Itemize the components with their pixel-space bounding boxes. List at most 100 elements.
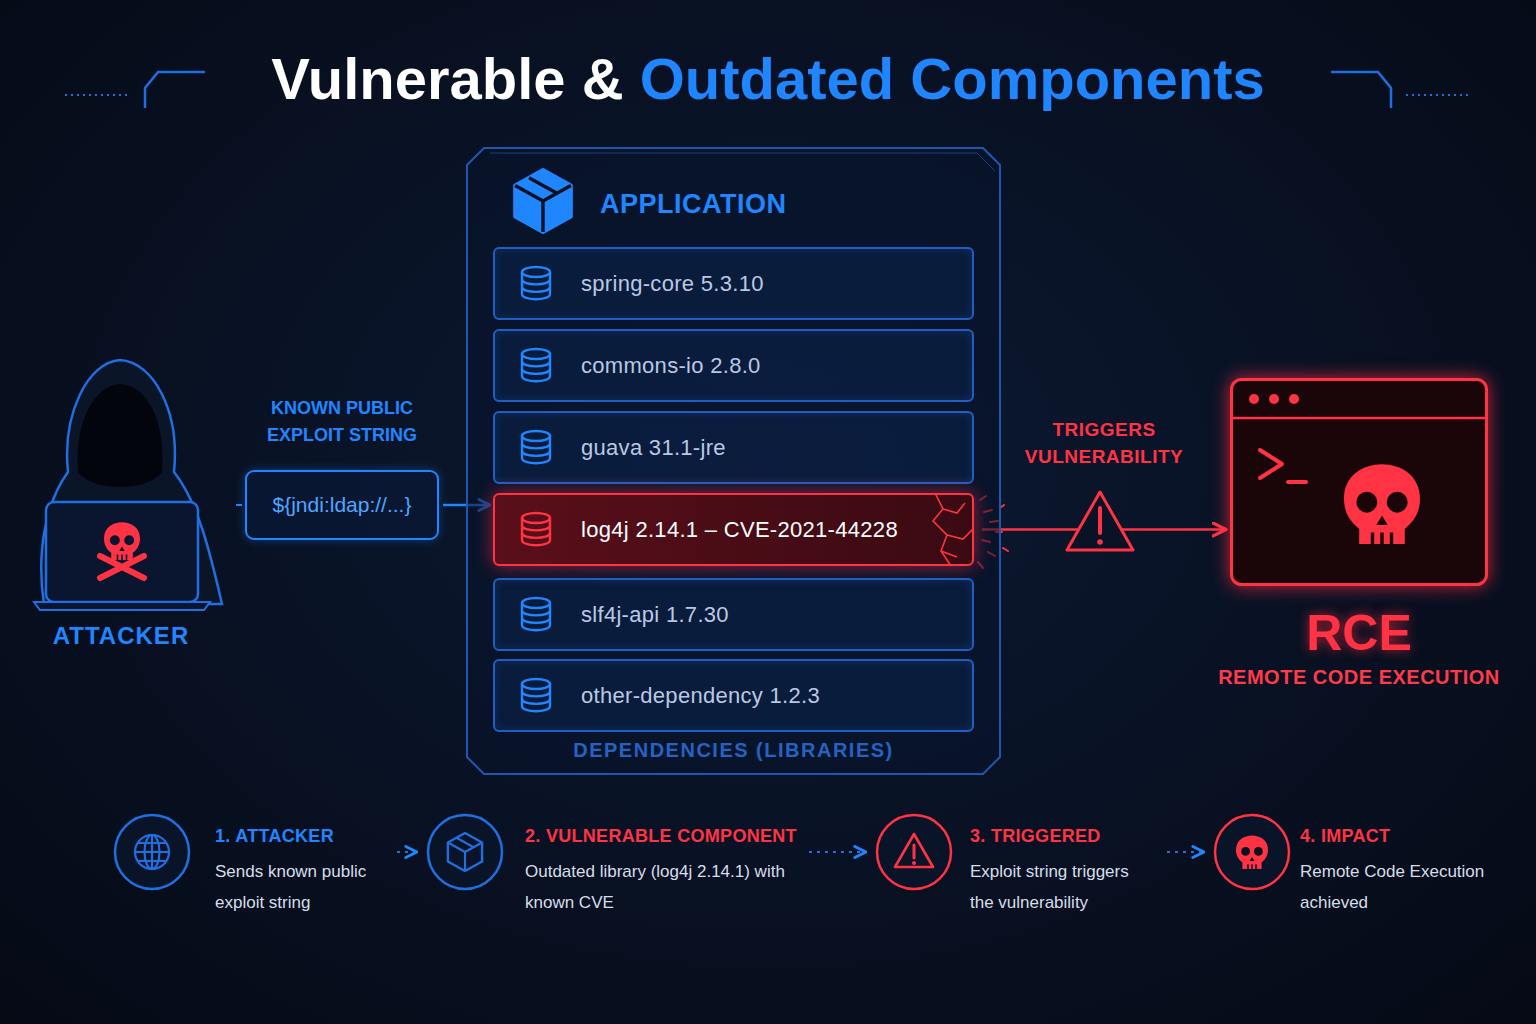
- actor-label: ATTACKER: [8, 622, 234, 650]
- icon-part: [522, 362, 550, 374]
- icon-part: [1387, 492, 1408, 513]
- icon-part: [1232, 417, 1487, 420]
- icon-part: [1260, 450, 1306, 482]
- icon-part: [912, 861, 916, 865]
- icon-part: [522, 679, 550, 689]
- dependency-row: commons-io 2.8.0: [493, 329, 974, 402]
- icon-part: [448, 838, 482, 871]
- icon-part: [124, 535, 134, 545]
- icon-part: [135, 835, 169, 869]
- icon-part: [522, 436, 550, 463]
- title-dots: [1406, 94, 1471, 96]
- icon-part: [1248, 864, 1256, 869]
- step-icon: [1212, 812, 1292, 892]
- step-heading: 2. VULNERABLE COMPONENT: [525, 826, 797, 847]
- step-body: Exploit string triggers the vulnerabilit…: [970, 856, 1155, 918]
- dependency-name: slf4j-api 1.7.30: [581, 580, 729, 649]
- step-item: 1. ATTACKERSends known public exploit st…: [112, 812, 387, 896]
- icon-part: [515, 170, 571, 232]
- application-container: APPLICATIONDEPENDENCIES (LIBRARIES)sprin…: [466, 147, 1001, 775]
- dependency-row: spring-core 5.3.10: [493, 247, 974, 320]
- vulnerable-dependency-row: log4j 2.14.1 – CVE-2021-44228: [493, 493, 974, 566]
- step-icon: [112, 812, 192, 892]
- step-heading: 3. TRIGGERED: [970, 826, 1101, 847]
- step-body: Remote Code Execution achieved: [1300, 856, 1490, 918]
- icon-part: [943, 503, 965, 513]
- title-text: Vulnerable & Outdated Components: [271, 44, 1265, 114]
- icon-part: [522, 431, 550, 441]
- dependency-name: guava 31.1-jre: [581, 413, 726, 482]
- icon-part: [1373, 533, 1392, 544]
- icon-part: [895, 834, 933, 867]
- icon-part: [913, 845, 916, 858]
- icon-part: [34, 602, 210, 610]
- attacker-figure: [8, 352, 234, 614]
- icon-part: [522, 692, 550, 704]
- icon-part: [522, 272, 550, 299]
- icon-part: [1344, 464, 1420, 544]
- icon-part: [933, 493, 951, 566]
- warning-triangle: [1067, 492, 1133, 550]
- dependency-name: spring-core 5.3.10: [581, 249, 764, 318]
- icon-part: [41, 360, 222, 604]
- exploit-string: ${jndi:ldap://...}: [273, 493, 412, 517]
- icon-part: [522, 267, 550, 299]
- icon-part: [522, 598, 550, 608]
- icon-part: [522, 267, 550, 277]
- icon-part: [135, 835, 169, 869]
- exploit-box: KNOWN PUBLIC EXPLOIT STRING ${jndi:ldap:/…: [245, 395, 439, 545]
- database-icon: [519, 595, 553, 633]
- icon-part: [522, 513, 550, 545]
- icon-part: [46, 502, 198, 602]
- database-icon: [519, 346, 553, 384]
- icon-part: [115, 815, 189, 889]
- icon-part: [522, 611, 550, 623]
- step-item: 3. TRIGGEREDExploit string triggers the …: [874, 812, 1157, 896]
- dependency-row: slf4j-api 1.7.30: [493, 578, 974, 651]
- connector-line: [809, 851, 866, 853]
- icon-part: [104, 522, 140, 560]
- icon-part: [522, 280, 550, 292]
- icon-part: [490, 153, 995, 171]
- icon-part: [522, 603, 550, 630]
- dependency-row: other-dependency 1.2.3: [493, 659, 974, 732]
- icon-part: [522, 349, 550, 381]
- icon-part: [1215, 815, 1289, 889]
- step-icon: [874, 812, 954, 892]
- warning-mark: [1098, 508, 1102, 533]
- icon-part: [522, 431, 550, 463]
- icon-part: [877, 815, 951, 889]
- title-bracket: [145, 72, 205, 108]
- icon-part: [448, 833, 482, 871]
- step-body: Outdated library (log4j 2.14.1) with kno…: [525, 856, 790, 918]
- container-footer: DEPENDENCIES (LIBRARIES): [466, 739, 1001, 762]
- icon-part: [1356, 492, 1377, 513]
- icon-part: [515, 178, 571, 232]
- icon-part: [1250, 857, 1255, 861]
- dependency-name: commons-io 2.8.0: [581, 331, 761, 400]
- icon-part: [428, 815, 502, 889]
- icon-part: [522, 526, 550, 538]
- step-heading: 1. ATTACKER: [215, 826, 334, 847]
- icon-part: [1289, 394, 1299, 404]
- dependency-row: guava 31.1-jre: [493, 411, 974, 484]
- exploit-heading: KNOWN PUBLIC EXPLOIT STRING: [245, 395, 439, 449]
- terminal-window: [1230, 378, 1488, 586]
- dependency-name: log4j 2.14.1 – CVE-2021-44228: [581, 495, 898, 564]
- edge-label: TRIGGERS VULNERABILITY: [1019, 416, 1189, 470]
- step-item: 2. VULNERABLE COMPONENTOutdated library …: [425, 812, 799, 896]
- icon-part: [522, 444, 550, 456]
- icon-part: [1249, 394, 1259, 404]
- icon-part: [118, 555, 127, 560]
- icon-part: [941, 551, 957, 557]
- icon-part: [1344, 464, 1420, 544]
- icon-part: [522, 513, 550, 523]
- icon-part: [1269, 394, 1279, 404]
- icon-part: [522, 349, 550, 359]
- icon-part: [522, 354, 550, 381]
- icon-part: [1254, 847, 1263, 856]
- step-icon: [425, 812, 505, 892]
- icon-part: [1236, 835, 1268, 869]
